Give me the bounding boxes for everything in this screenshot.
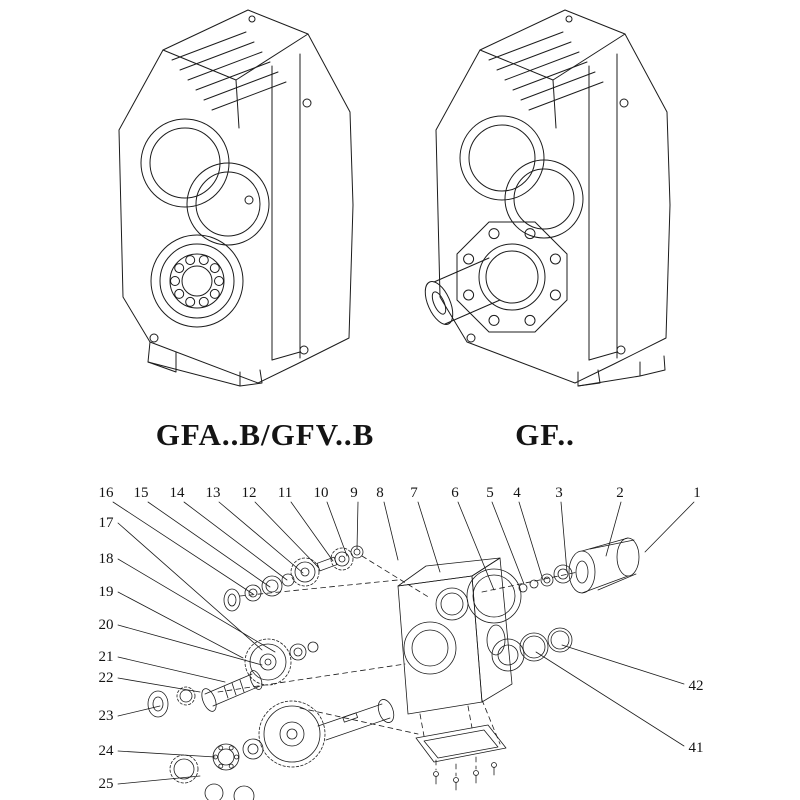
output-bearing-rings (491, 627, 573, 672)
callout-3: 3 (555, 485, 563, 501)
callout-19: 19 (99, 584, 114, 600)
callout-15: 15 (134, 485, 149, 501)
model-label-left: GFA..B/GFV..B (156, 417, 375, 452)
gearbox-left-drawing (118, 9, 354, 387)
callout-11: 11 (278, 485, 292, 501)
callout-22: 22 (99, 670, 114, 686)
callout-12: 12 (242, 485, 257, 501)
motor-side-parts (466, 537, 640, 624)
alignment-axes (217, 555, 579, 777)
intermediate-shaft-parts (147, 638, 319, 718)
callout-1: 1 (693, 485, 701, 501)
input-shaft-parts (223, 545, 364, 612)
motor-adapter (568, 537, 640, 594)
callout-16: 16 (99, 485, 115, 501)
model-label-right: GF.. (515, 417, 575, 452)
bearing-balls (170, 255, 224, 307)
output-shaft (424, 257, 501, 325)
callout-7: 7 (410, 485, 418, 501)
output-shaft-parts (169, 699, 395, 800)
callout-5: 5 (486, 485, 494, 501)
housing (397, 557, 513, 715)
gearbox-right-drawing (424, 9, 671, 387)
callout-21: 21 (99, 649, 114, 665)
callout-13: 13 (206, 485, 221, 501)
callout-20: 20 (99, 617, 114, 633)
leader-lines (112, 501, 695, 785)
callout-2: 2 (616, 485, 624, 501)
callout-numbers: 16 15 14 13 12 11 10 9 8 7 6 5 4 3 2 1 1… (99, 485, 704, 792)
callout-9: 9 (350, 485, 358, 501)
callout-42: 42 (689, 678, 704, 694)
exploded-view (112, 501, 695, 800)
callout-8: 8 (376, 485, 384, 501)
callout-41: 41 (689, 740, 704, 756)
callout-24: 24 (99, 743, 115, 759)
callout-6: 6 (451, 485, 459, 501)
callout-17: 17 (99, 515, 115, 531)
callout-25: 25 (99, 776, 114, 792)
callout-23: 23 (99, 708, 114, 724)
flange-bolt-holes (463, 228, 561, 326)
callout-10: 10 (314, 485, 329, 501)
callout-4: 4 (513, 485, 521, 501)
bottom-cover-plate (415, 724, 507, 791)
callout-18: 18 (99, 551, 114, 567)
callout-14: 14 (170, 485, 186, 501)
